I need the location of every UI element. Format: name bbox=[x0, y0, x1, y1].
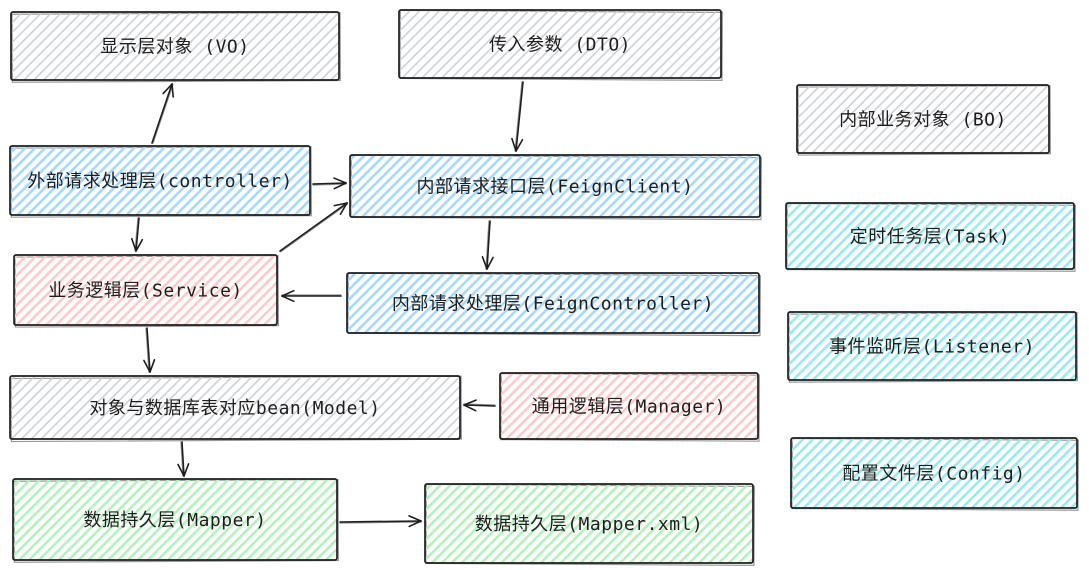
node-label-model: 对象与数据库表对应bean(Model) bbox=[89, 398, 380, 419]
node-label-feign-controller: 内部请求处理层(FeignController) bbox=[392, 294, 714, 315]
arrow-feign-controller-to-service bbox=[281, 289, 342, 303]
node-task: 定时任务层(Task) bbox=[785, 202, 1076, 272]
node-manager: 通用逻辑层(Manager) bbox=[499, 372, 760, 442]
arrow-service-to-feign-client bbox=[279, 202, 349, 253]
node-model: 对象与数据库表对应bean(Model) bbox=[9, 375, 462, 443]
arrow-controller-to-vo bbox=[151, 83, 175, 144]
arrow-mapper-to-mapper-xml bbox=[339, 515, 422, 528]
node-box-bo bbox=[796, 84, 1050, 154]
arrow-model-to-mapper bbox=[177, 441, 190, 477]
node-feign-client: 内部请求接口层(FeignClient) bbox=[349, 154, 762, 221]
node-box-mapper-xml bbox=[424, 483, 754, 564]
node-label-config: 配置文件层(Config) bbox=[842, 464, 1025, 485]
arrow-controller-to-feign-client bbox=[312, 177, 347, 190]
node-controller: 外部请求处理层(controller) bbox=[9, 145, 312, 218]
node-dto: 传入参数 (DTO) bbox=[398, 9, 723, 81]
node-box-vo bbox=[10, 11, 340, 81]
node-listener: 事件监听层(Listener) bbox=[787, 311, 1078, 383]
node-service: 业务逻辑层(Service) bbox=[13, 254, 279, 328]
arrow-manager-to-model bbox=[463, 399, 496, 412]
node-box-dto bbox=[398, 9, 722, 79]
node-box-feign-client bbox=[349, 154, 761, 218]
node-label-mapper: 数据持久层(Mapper) bbox=[83, 510, 266, 531]
arrow-dto-to-feign-client bbox=[511, 81, 524, 152]
node-box-feign-controller bbox=[346, 272, 760, 334]
node-box-listener bbox=[787, 311, 1077, 381]
arrow-feign-client-to-feign-controller bbox=[481, 220, 494, 270]
node-label-controller: 外部请求处理层(controller) bbox=[27, 171, 293, 192]
node-box-config bbox=[790, 437, 1078, 509]
node-label-listener: 事件监听层(Listener) bbox=[829, 337, 1035, 358]
node-label-service: 业务逻辑层(Service) bbox=[48, 281, 243, 302]
node-feign-controller: 内部请求处理层(FeignController) bbox=[346, 272, 761, 337]
node-label-manager: 通用逻辑层(Manager) bbox=[532, 397, 727, 418]
arrow-controller-to-service bbox=[130, 217, 144, 252]
node-label-feign-client: 内部请求接口层(FeignClient) bbox=[417, 177, 694, 198]
node-config: 配置文件层(Config) bbox=[790, 437, 1080, 511]
node-label-dto: 传入参数 (DTO) bbox=[489, 35, 631, 56]
node-label-vo: 显示层对象 (VO) bbox=[100, 37, 249, 58]
node-box-mapper bbox=[12, 478, 338, 561]
node-box-controller bbox=[9, 145, 311, 216]
node-label-bo: 内部业务对象 (BO) bbox=[839, 110, 1007, 131]
node-box-model bbox=[9, 375, 461, 440]
node-mapper-xml: 数据持久层(Mapper.xml) bbox=[424, 483, 756, 567]
node-box-manager bbox=[499, 372, 759, 440]
node-mapper: 数据持久层(Mapper) bbox=[12, 478, 340, 563]
arrow-service-to-model bbox=[143, 327, 156, 373]
node-box-service bbox=[13, 254, 278, 326]
node-vo: 显示层对象 (VO) bbox=[10, 11, 341, 83]
node-box-task bbox=[785, 202, 1075, 270]
node-label-task: 定时任务层(Task) bbox=[850, 227, 1011, 248]
node-bo: 内部业务对象 (BO) bbox=[796, 84, 1051, 156]
node-label-mapper-xml: 数据持久层(Mapper.xml) bbox=[475, 514, 704, 535]
